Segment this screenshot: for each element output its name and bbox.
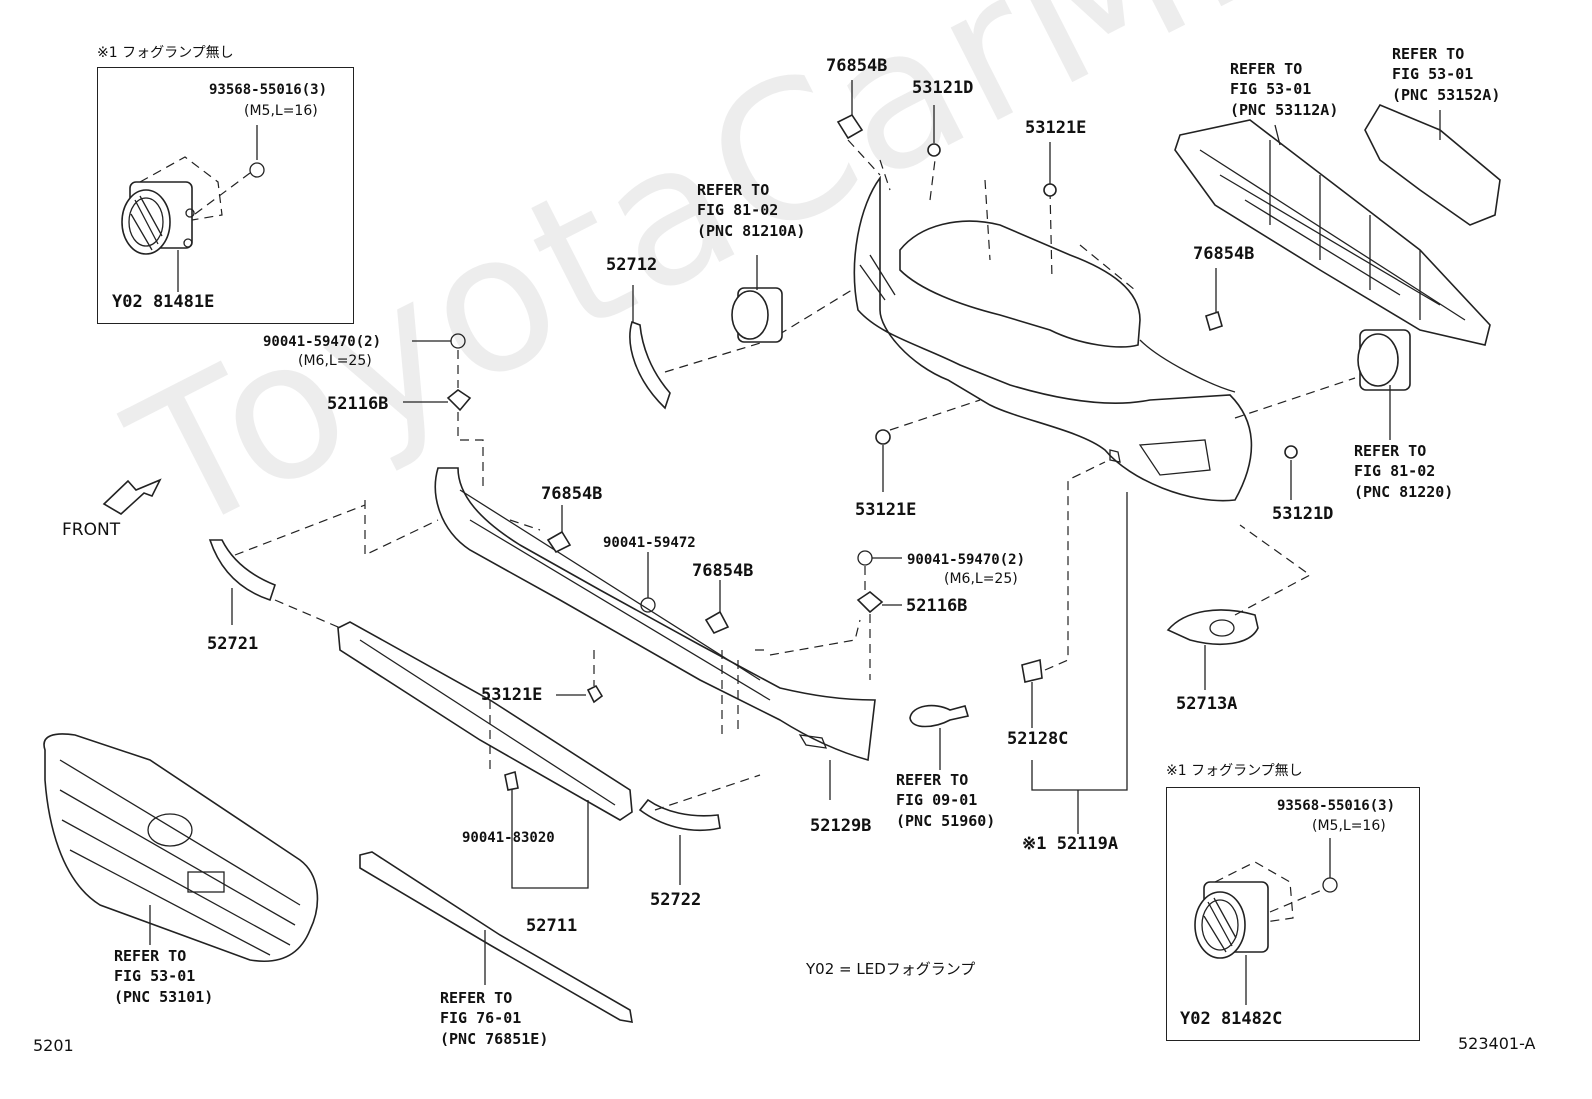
label-52119a: ※1 52119A xyxy=(1022,834,1119,854)
inset-top-bolt: 93568-55016(3) xyxy=(209,82,328,98)
label-52713a: 52713A xyxy=(1176,694,1238,714)
label-52116b-a: 52116B xyxy=(327,394,389,414)
label-90041-59470-b: 90041-59470(2) xyxy=(907,552,1026,568)
label-90041-59470-b-spec: (M6,L=25) xyxy=(944,571,1018,587)
front-arrow xyxy=(102,478,162,515)
label-53121d-right: 53121D xyxy=(1272,504,1334,524)
label-90041-59470-a-spec: (M6,L=25) xyxy=(298,353,372,369)
label-52129b: 52129B xyxy=(810,816,872,836)
bumper-cover-drawing xyxy=(853,175,1253,502)
front-grille-drawing xyxy=(43,733,319,962)
label-76854b-top: 76854B xyxy=(826,56,888,76)
front-label: FRONT xyxy=(62,520,121,540)
inset-bottom-part: Y02 81482C xyxy=(1180,1009,1283,1029)
page-code-right: 523401-A xyxy=(1458,1034,1536,1053)
label-53121d-top: 53121D xyxy=(912,78,974,98)
label-90041-59470-a: 90041-59470(2) xyxy=(263,334,382,350)
inset-top-part: Y02 81481E xyxy=(112,292,215,312)
label-76854b-mid: 76854B xyxy=(541,484,603,504)
label-52128c: 52128C xyxy=(1007,729,1069,749)
label-52722: 52722 xyxy=(650,890,702,910)
label-52116b-b: 52116B xyxy=(906,596,968,616)
fog-lamp-81481e-drawing xyxy=(121,125,265,292)
inset-no-fog-lamp-top xyxy=(97,67,354,324)
label-76854b-low: 76854B xyxy=(692,561,754,581)
label-90041-83020: 90041-83020 xyxy=(462,830,555,846)
inset-bottom-note: ※1 フォグランプ無し xyxy=(1166,763,1303,779)
inset-top-note: ※1 フォグランプ無し xyxy=(97,45,234,61)
inset-bottom-bolt: 93568-55016(3) xyxy=(1277,798,1396,814)
inset-top-bolt-spec: (M5,L=16) xyxy=(244,103,318,119)
fog-lamp-81482c-drawing xyxy=(1194,838,1338,1005)
label-52711: 52711 xyxy=(526,916,578,936)
page-code-left: 5201 xyxy=(33,1036,74,1055)
label-52712: 52712 xyxy=(606,255,658,275)
inset-no-fog-lamp-bottom xyxy=(1166,787,1420,1041)
inset-bottom-bolt-spec: (M5,L=16) xyxy=(1312,818,1386,834)
label-53121e-top: 53121E xyxy=(1025,118,1087,138)
lower-bumper-drawing xyxy=(434,467,876,762)
legend-y02: Y02 = LEDフォグランプ xyxy=(806,960,976,978)
label-90041-59472: 90041-59472 xyxy=(603,535,696,551)
label-52721: 52721 xyxy=(207,634,259,654)
label-76854b-right: 76854B xyxy=(1193,244,1255,264)
label-53121e-low: 53121E xyxy=(481,685,543,705)
label-53121e-mid: 53121E xyxy=(855,500,917,520)
